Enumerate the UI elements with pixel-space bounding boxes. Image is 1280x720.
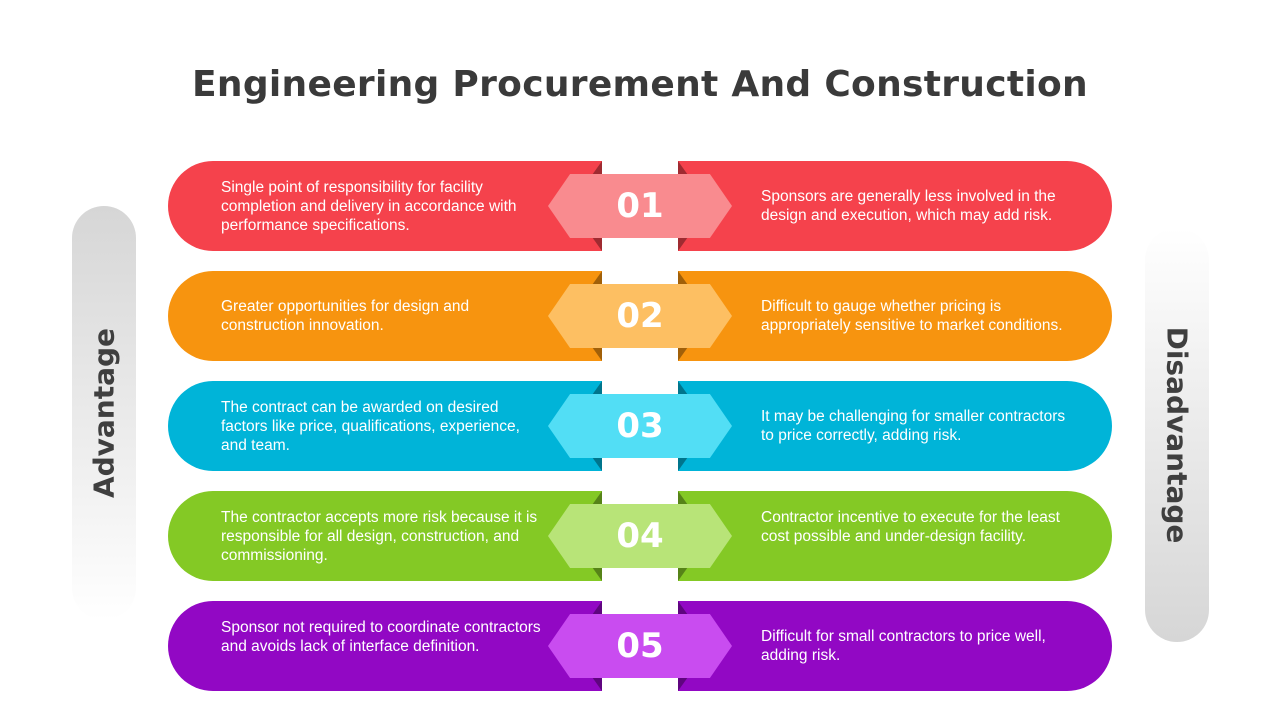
advantage-text: The contractor accepts more risk because… [221,509,538,564]
advantage-card [168,381,602,471]
disadvantage-card [678,491,1112,581]
disadvantage-card [678,601,1112,691]
advantage-card [168,161,602,251]
page-title: Engineering Procurement And Construction [192,64,1088,105]
row-number-badge: 03 [548,394,732,458]
row-2: 02 Greater opportunities for design and c… [168,271,1112,361]
row-number-badge: 05 [548,614,732,678]
advantage-card [168,601,602,691]
row-number-badge: 01 [548,174,732,238]
advantage-label: Advantage [87,327,121,499]
disadvantage-text: Contractor incentive to execute for the … [761,509,1060,545]
disadvantage-text: Difficult for small contractors to price… [761,628,1046,664]
disadvantage-label: Disadvantage [1160,326,1194,544]
row-number-badge: 04 [548,504,732,568]
row-3: 03 The contract can be awarded on desired… [168,381,1112,471]
disadvantage-tab: Disadvantage [1145,228,1209,642]
advantage-card [168,271,602,361]
advantage-text: Greater opportunities for design and con… [221,298,470,334]
disadvantage-card [678,161,1112,251]
advantage-text: Sponsor not required to coordinate contr… [221,619,541,655]
disadvantage-text: Sponsors are generally less involved in … [761,188,1056,224]
disadvantage-card [678,381,1112,471]
advantage-text: Single point of responsibility for facil… [221,179,517,234]
disadvantage-text: It may be challenging for smaller contra… [761,408,1066,444]
disadvantage-text: Difficult to gauge whether pricing is ap… [761,298,1063,334]
advantage-tab: Advantage [72,206,136,620]
advantage-card [168,491,602,581]
row-number-badge: 02 [548,284,732,348]
advantage-text: The contract can be awarded on desired f… [221,399,520,454]
disadvantage-card [678,271,1112,361]
row-1: 01 Single point of responsibility for fac… [168,161,1112,251]
